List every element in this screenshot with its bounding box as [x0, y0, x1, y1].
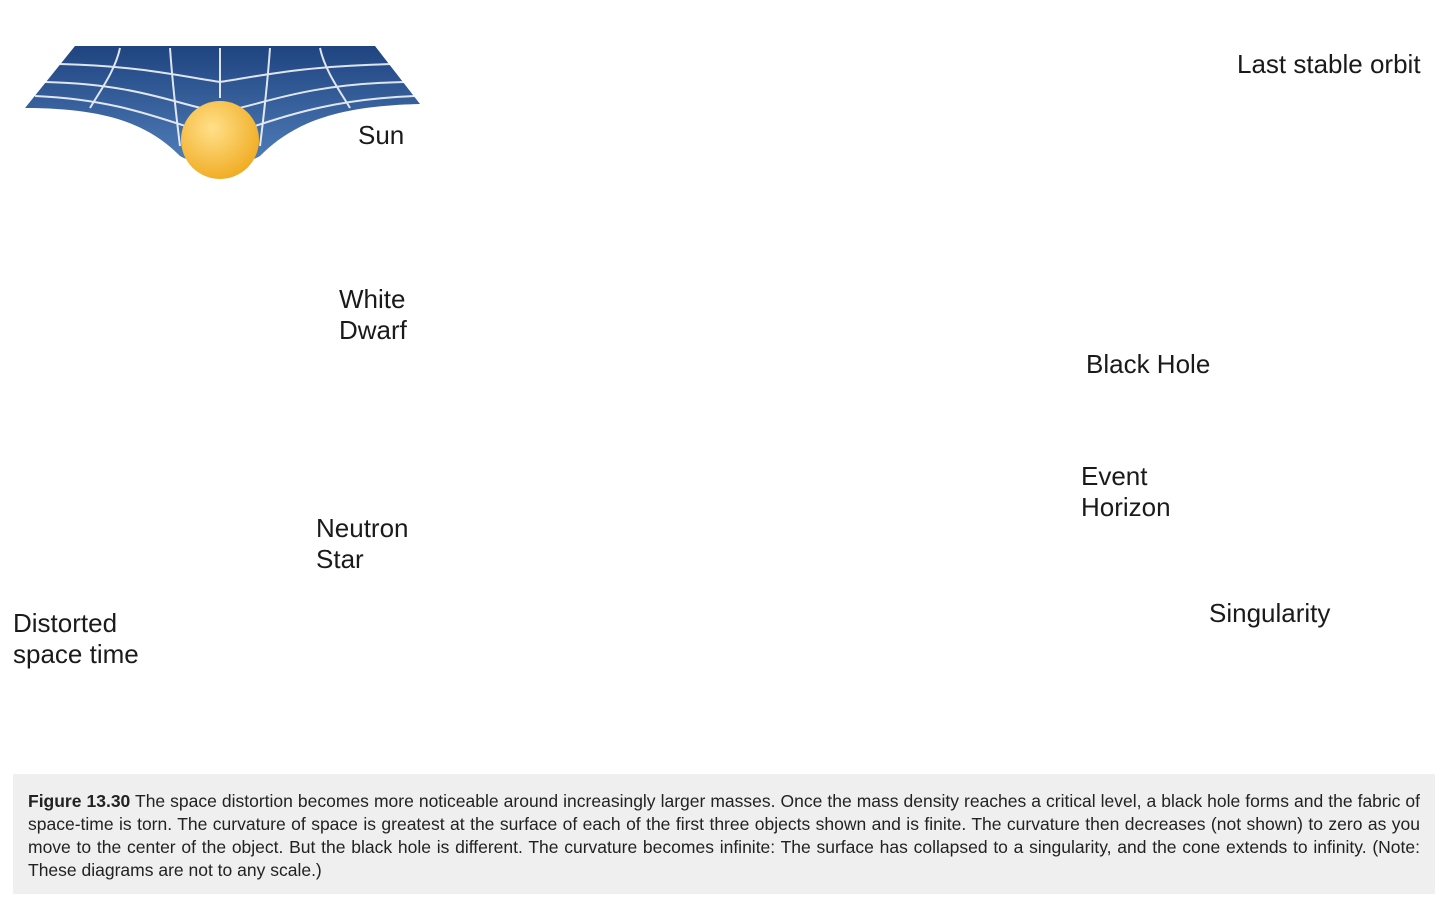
label-singularity: Singularity — [1209, 598, 1331, 628]
label-neutron-star-line1: Neutron — [316, 513, 409, 543]
label-distorted-line1: Distorted — [13, 608, 118, 638]
label-white-dwarf-line1: White — [339, 284, 406, 314]
label-distorted-space-time: Distorted space time — [13, 608, 139, 670]
sun-mass — [181, 101, 259, 179]
figure-caption: Figure 13.30 The space distortion become… — [13, 774, 1435, 894]
label-black-hole: Black Hole — [1086, 349, 1211, 379]
caption-figure-number: Figure 13.30 — [28, 791, 131, 811]
label-white-dwarf: White Dwarf — [339, 284, 407, 346]
label-white-dwarf-line2: Dwarf — [339, 315, 407, 345]
label-distorted-line2: space time — [13, 639, 139, 669]
caption-body: The space distortion becomes more notice… — [28, 791, 1420, 880]
label-last-stable-orbit: Last stable orbit — [1237, 49, 1421, 79]
label-neutron-star-line2: Star — [316, 544, 364, 574]
spacetime-figure — [25, 46, 420, 179]
caption-text: Figure 13.30 The space distortion become… — [28, 790, 1420, 882]
label-event-line1: Event — [1081, 461, 1148, 491]
label-sun: Sun — [358, 120, 405, 150]
label-event-horizon: Event Horizon — [1081, 461, 1171, 523]
label-event-line2: Horizon — [1081, 492, 1171, 522]
label-neutron-star: Neutron Star — [316, 513, 409, 575]
